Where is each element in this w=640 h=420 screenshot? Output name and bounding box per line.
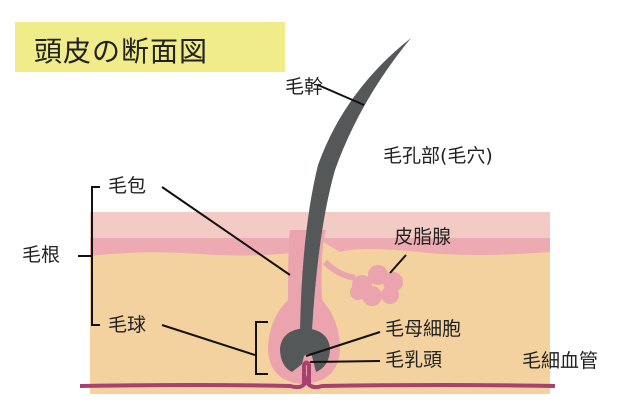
- epidermis-layer: [90, 238, 550, 256]
- label-hair-matrix-cells: 毛母細胞: [385, 318, 462, 340]
- capillary-vessel: [79, 373, 556, 390]
- label-dermal-papilla: 毛乳頭: [385, 349, 443, 371]
- sebaceous-gland: [350, 265, 403, 306]
- label-hair-bulb: 毛球: [108, 314, 147, 336]
- title-box: [15, 22, 285, 72]
- label-follicle: 毛包: [108, 175, 147, 197]
- leader-lines: [78, 84, 407, 375]
- dermal-papilla-vessel: [302, 360, 311, 384]
- page-title: 頭皮の断面図: [34, 35, 209, 68]
- label-pore: 毛孔部(毛穴): [383, 145, 493, 167]
- label-capillary: 毛細血管: [522, 350, 599, 372]
- label-hair-shaft: 毛幹: [285, 76, 324, 98]
- label-sebaceous-gland: 皮脂腺: [394, 226, 452, 248]
- sebaceous-duct: [322, 259, 356, 281]
- hair-shaft: [300, 38, 411, 330]
- label-root: 毛根: [22, 244, 61, 266]
